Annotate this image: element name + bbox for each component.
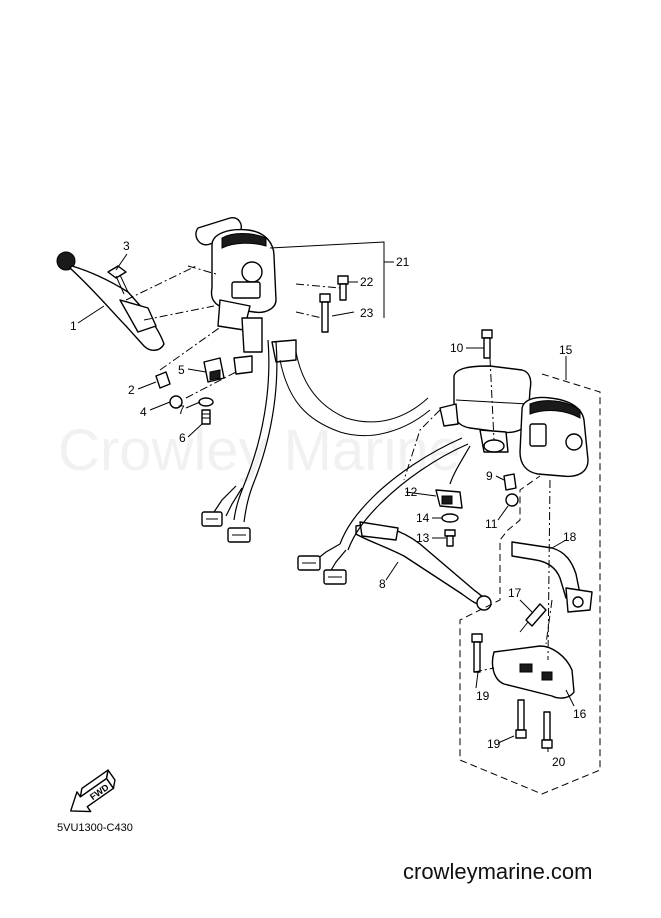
- washer-14: [441, 513, 459, 523]
- callout-8: 8: [379, 577, 386, 591]
- screw-3: [107, 265, 129, 295]
- diagram-code: 5VU1300-C430: [57, 822, 133, 834]
- right-switch-15: [519, 396, 589, 478]
- watermark-text: Crowley Marine: [58, 418, 461, 483]
- callout-18: 18: [563, 530, 577, 544]
- callout-20: 20: [552, 755, 566, 769]
- bolt-19-upper: [471, 633, 483, 673]
- washer-7: [198, 397, 214, 407]
- holder-16: [491, 645, 575, 699]
- nut-11: [505, 493, 519, 507]
- screw-23: [319, 293, 331, 333]
- callout-23: 23: [360, 306, 374, 320]
- spring-17: [519, 603, 547, 633]
- callout-17: 17: [508, 586, 522, 600]
- callout-3: 3: [123, 239, 130, 253]
- callout-22: 22: [360, 275, 374, 289]
- callout-1: 1: [70, 319, 77, 333]
- collar-9: [503, 473, 517, 491]
- callout-6: 6: [179, 431, 186, 445]
- callout-19-lower: 19: [487, 737, 501, 751]
- fwd-arrow-icon: FWD: [70, 769, 116, 813]
- callout-7: 7: [178, 403, 185, 417]
- callout-2: 2: [128, 383, 135, 397]
- right-harness: [297, 437, 471, 585]
- left-switch-assembly: [195, 217, 297, 363]
- callout-5: 5: [178, 363, 185, 377]
- callout-21: 21: [396, 255, 410, 269]
- callout-4: 4: [140, 405, 147, 419]
- group-box-15: [459, 373, 601, 795]
- callout-19-upper: 19: [476, 689, 490, 703]
- lever-18: [511, 541, 593, 613]
- callout-11: 11: [485, 517, 498, 531]
- callout-10: 10: [450, 341, 464, 355]
- screw-13: [444, 529, 456, 547]
- brake-lever-8: [355, 521, 492, 611]
- callout-15: 15: [559, 343, 573, 357]
- left-lever: [56, 251, 165, 351]
- callout-13: 13: [416, 531, 430, 545]
- bolt-10: [481, 329, 493, 359]
- callout-9: 9: [486, 469, 493, 483]
- screw-22: [337, 275, 349, 301]
- callout-labels: 1 2 3 4 5 6 7 8 9 10 11 12 13 14 15 16 1…: [70, 239, 587, 769]
- bolt-20: [541, 711, 553, 749]
- leader-lines: [77, 241, 575, 752]
- brake-switch-12: [435, 489, 463, 509]
- collar-2: [155, 371, 171, 389]
- bolt-19-lower: [515, 699, 527, 739]
- callout-12: 12: [404, 485, 418, 499]
- callout-14: 14: [416, 511, 430, 525]
- master-cylinder: [439, 365, 532, 453]
- site-url: crowleymarine.com: [403, 859, 593, 884]
- left-harness: [201, 339, 278, 543]
- clutch-switch-5: [203, 357, 225, 383]
- bolt-6: [201, 409, 211, 425]
- callout-16: 16: [573, 707, 587, 721]
